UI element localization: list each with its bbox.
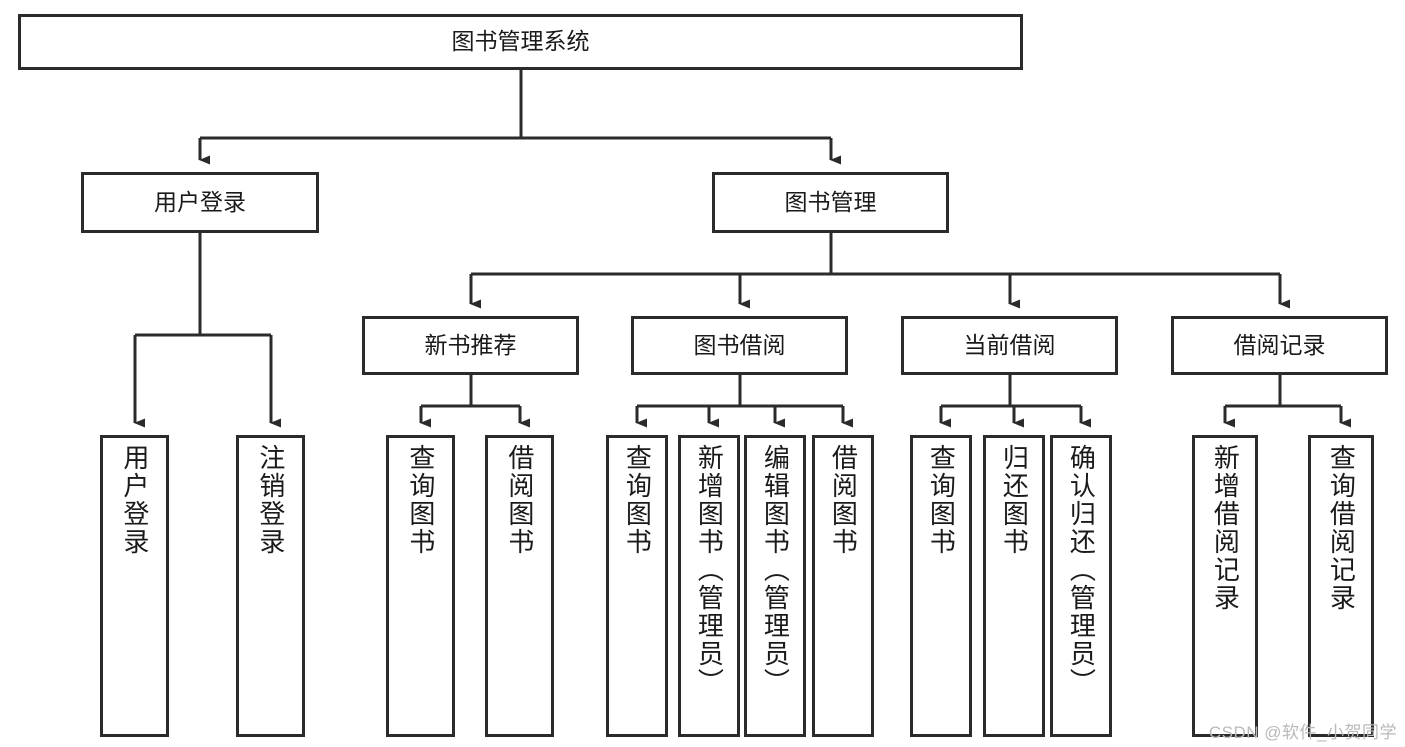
node-label: 注销登录 <box>255 444 286 556</box>
node-label: 归还图书 <box>999 444 1030 556</box>
node-l-b1[interactable]: 借阅图书 <box>485 435 554 737</box>
node-label: 用户登录 <box>154 188 246 215</box>
node-root[interactable]: 图书管理系统 <box>18 14 1023 70</box>
node-label: 新增图书（管理员） <box>694 444 725 696</box>
node-l-b2[interactable]: 借阅图书 <box>812 435 874 737</box>
node-label: 图书借阅 <box>693 331 786 358</box>
node-l-add[interactable]: 新增图书（管理员） <box>678 435 740 737</box>
node-l-logout[interactable]: 注销登录 <box>236 435 305 737</box>
node-l-q3[interactable]: 查询图书 <box>910 435 972 737</box>
node-current[interactable]: 当前借阅 <box>901 316 1118 375</box>
node-borrow[interactable]: 图书借阅 <box>631 316 848 375</box>
node-label: 查询图书 <box>405 444 436 556</box>
node-newrec[interactable]: 新书推荐 <box>362 316 579 375</box>
watermark-text: CSDN @软件_小贺同学 <box>1208 723 1397 742</box>
node-label: 借阅图书 <box>828 444 859 556</box>
node-label: 新增借阅记录 <box>1210 444 1241 612</box>
node-l-login[interactable]: 用户登录 <box>100 435 169 737</box>
node-l-ret[interactable]: 归还图书 <box>983 435 1045 737</box>
node-l-addrec[interactable]: 新增借阅记录 <box>1192 435 1258 737</box>
node-label: 当前借阅 <box>963 331 1056 358</box>
node-label: 借阅记录 <box>1233 331 1326 358</box>
node-label: 查询借阅记录 <box>1326 444 1357 612</box>
node-records[interactable]: 借阅记录 <box>1171 316 1388 375</box>
node-bookmgmt[interactable]: 图书管理 <box>712 172 949 233</box>
node-label: 编辑图书（管理员） <box>760 444 791 696</box>
node-label: 图书管理系统 <box>451 28 590 55</box>
node-l-qrec[interactable]: 查询借阅记录 <box>1308 435 1374 737</box>
node-label: 查询图书 <box>622 444 653 556</box>
node-label: 用户登录 <box>119 444 150 556</box>
node-label: 查询图书 <box>926 444 957 556</box>
node-l-q2[interactable]: 查询图书 <box>606 435 668 737</box>
node-l-q1[interactable]: 查询图书 <box>386 435 455 737</box>
node-label: 确认归还（管理员） <box>1066 444 1097 696</box>
node-label: 新书推荐 <box>424 331 517 358</box>
node-l-confirm[interactable]: 确认归还（管理员） <box>1050 435 1112 737</box>
node-label: 图书管理 <box>784 188 877 215</box>
node-label: 借阅图书 <box>504 444 535 556</box>
node-login[interactable]: 用户登录 <box>81 172 319 233</box>
node-l-edit[interactable]: 编辑图书（管理员） <box>744 435 806 737</box>
